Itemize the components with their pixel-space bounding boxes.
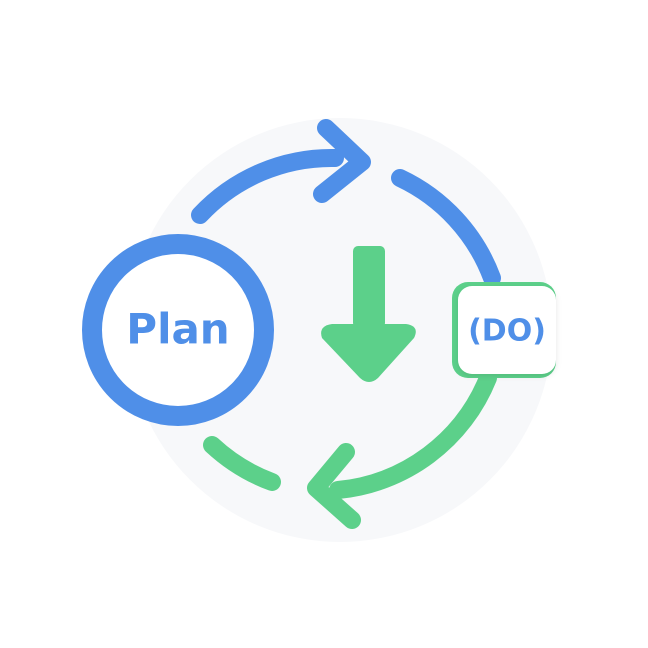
arrow-right-icon — [313, 119, 371, 203]
cycle-arc-bottom-right — [329, 369, 497, 499]
cycle-arc-top-right — [391, 169, 501, 287]
cycle-arc-top-left — [191, 148, 344, 224]
arrow-left-icon — [307, 443, 361, 529]
cycle-arc-bottom-left — [203, 436, 281, 491]
do-node-label: (DO) — [468, 314, 546, 349]
arrow-down-icon — [321, 246, 416, 382]
plan-node-label: Plan — [126, 305, 229, 354]
plan-node: Plan — [82, 234, 274, 426]
do-node: (DO) — [452, 282, 556, 378]
